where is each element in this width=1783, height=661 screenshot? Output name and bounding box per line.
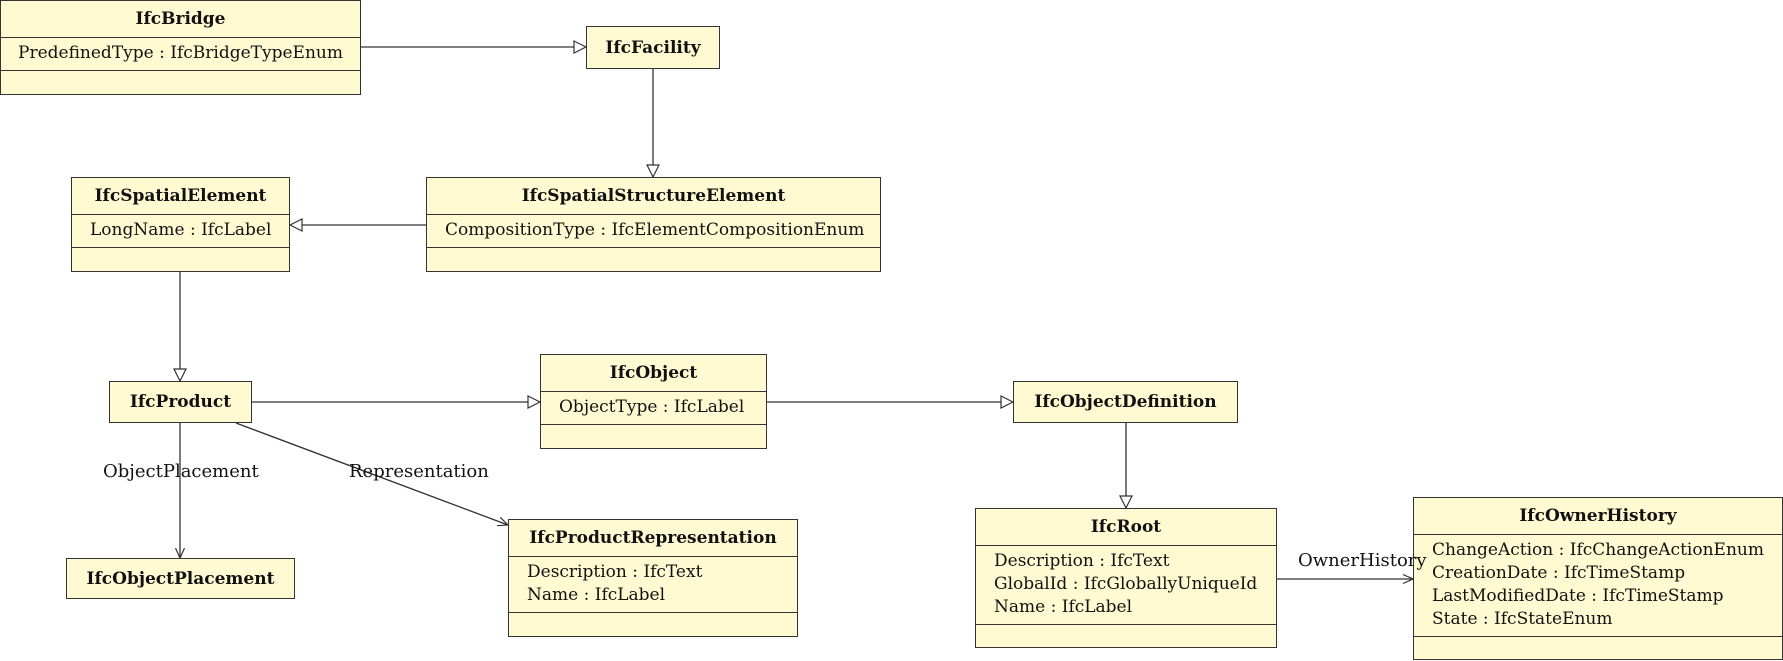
class-ifc-object-placement: IfcObjectPlacement [66, 558, 295, 599]
class-operations [1, 71, 360, 94]
class-attributes: PredefinedType : IfcBridgeTypeEnum [1, 38, 360, 71]
class-operations [541, 425, 766, 448]
class-name: IfcBridge [1, 1, 360, 38]
class-attributes: Description : IfcText Name : IfcLabel [509, 557, 797, 613]
association-label-object-placement: ObjectPlacement [103, 461, 259, 482]
class-attributes: Description : IfcText GlobalId : IfcGlob… [976, 546, 1276, 625]
class-name: IfcObjectDefinition [1034, 392, 1217, 412]
attribute: Name : IfcLabel [994, 597, 1133, 617]
attribute: LastModifiedDate : IfcTimeStamp [1432, 586, 1724, 606]
attribute: State : IfcStateEnum [1432, 609, 1613, 629]
class-ifc-bridge: IfcBridge PredefinedType : IfcBridgeType… [0, 0, 361, 95]
class-name: IfcObject [541, 355, 766, 392]
edge-product-representation [235, 422, 508, 525]
class-name: IfcFacility [605, 37, 701, 58]
class-operations [1414, 637, 1782, 659]
attribute: Description : IfcText [994, 551, 1170, 571]
class-ifc-spatial-structure-element: IfcSpatialStructureElement CompositionTy… [426, 177, 881, 272]
class-operations [427, 248, 880, 271]
attribute: Description : IfcText [527, 562, 703, 582]
class-operations [976, 625, 1276, 647]
class-ifc-object-definition: IfcObjectDefinition [1013, 381, 1238, 423]
association-label-owner-history: OwnerHistory [1298, 550, 1427, 571]
attribute: PredefinedType : IfcBridgeTypeEnum [18, 43, 343, 63]
class-operations [509, 613, 797, 636]
class-name: IfcSpatialElement [72, 178, 289, 215]
class-ifc-object: IfcObject ObjectType : IfcLabel [540, 354, 767, 449]
class-name: IfcProductRepresentation [509, 520, 797, 557]
class-attributes: CompositionType : IfcElementCompositionE… [427, 215, 880, 248]
attribute: Name : IfcLabel [527, 585, 666, 605]
class-name: IfcRoot [976, 509, 1276, 546]
class-name: IfcObjectPlacement [86, 568, 275, 589]
class-ifc-spatial-element: IfcSpatialElement LongName : IfcLabel [71, 177, 290, 272]
attribute: CompositionType : IfcElementCompositionE… [445, 220, 865, 240]
class-operations [72, 248, 289, 271]
class-attributes: ObjectType : IfcLabel [541, 392, 766, 425]
association-label-representation: Representation [349, 461, 489, 482]
class-ifc-facility: IfcFacility [586, 26, 720, 69]
class-ifc-owner-history: IfcOwnerHistory ChangeAction : IfcChange… [1413, 497, 1783, 660]
attribute: GlobalId : IfcGloballyUniqueId [994, 574, 1258, 594]
class-ifc-root: IfcRoot Description : IfcText GlobalId :… [975, 508, 1277, 648]
attribute: ChangeAction : IfcChangeActionEnum [1432, 540, 1764, 560]
attribute: LongName : IfcLabel [90, 220, 272, 240]
class-ifc-product: IfcProduct [109, 381, 252, 423]
attribute: ObjectType : IfcLabel [559, 397, 745, 417]
class-name: IfcSpatialStructureElement [427, 178, 880, 215]
class-name: IfcOwnerHistory [1414, 498, 1782, 535]
attribute: CreationDate : IfcTimeStamp [1432, 563, 1686, 583]
class-attributes: LongName : IfcLabel [72, 215, 289, 248]
class-ifc-product-representation: IfcProductRepresentation Description : I… [508, 519, 798, 637]
class-name: IfcProduct [129, 392, 232, 412]
class-attributes: ChangeAction : IfcChangeActionEnum Creat… [1414, 535, 1782, 637]
